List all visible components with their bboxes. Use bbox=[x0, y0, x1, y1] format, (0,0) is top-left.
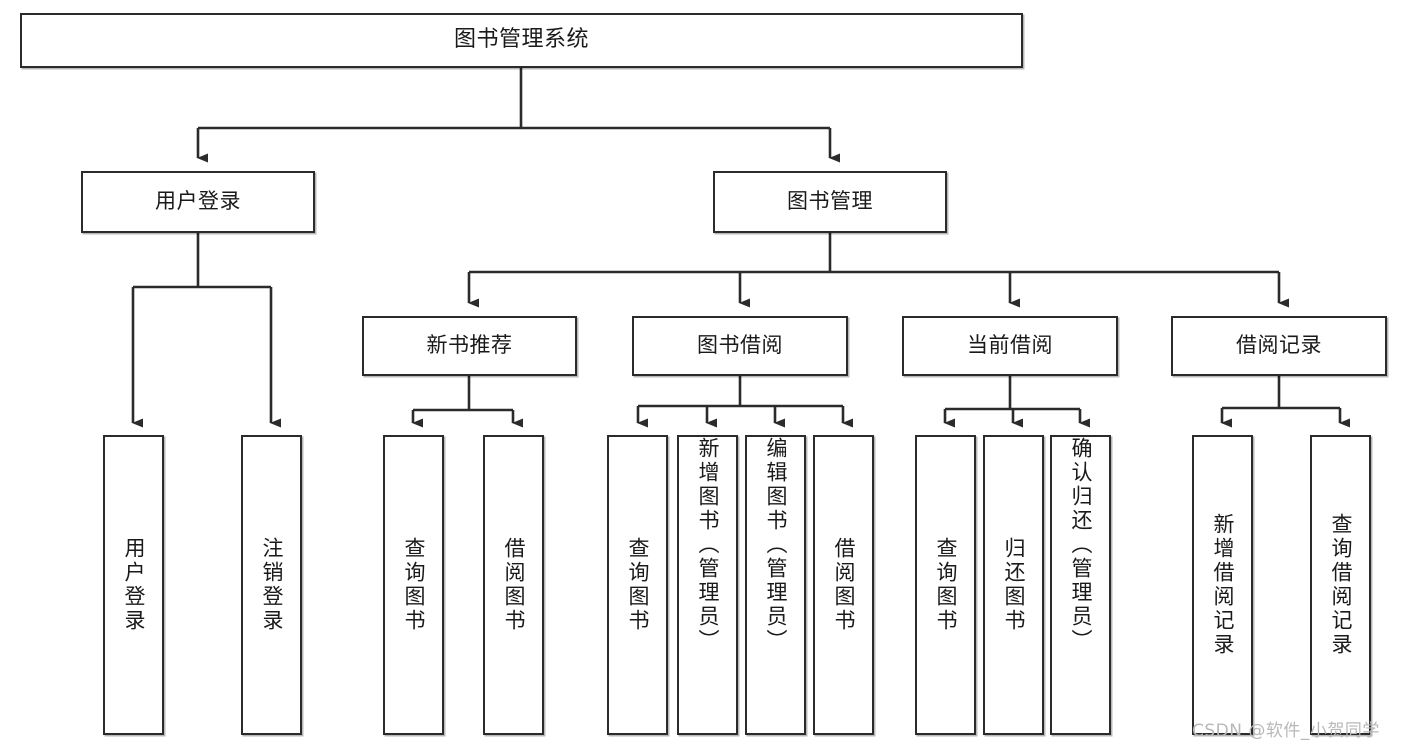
leaf-return-book[interactable]: 归还图书 bbox=[983, 435, 1044, 735]
node-label: 借阅图书 bbox=[502, 537, 526, 633]
node-label: 当前借阅 bbox=[967, 333, 1053, 358]
node-book-borrow[interactable]: 图书借阅 bbox=[632, 316, 848, 376]
node-label: 用户登录 bbox=[122, 537, 146, 633]
node-label: 确认归还（管理员） bbox=[1069, 437, 1093, 653]
leaf-borrow-book-2[interactable]: 借阅图书 bbox=[813, 435, 874, 735]
leaf-query-book-3[interactable]: 查询图书 bbox=[915, 435, 976, 735]
leaf-add-book[interactable]: 新增图书（管理员） bbox=[677, 435, 738, 735]
node-label: 图书借阅 bbox=[697, 333, 783, 358]
node-label: 查询图书 bbox=[402, 537, 426, 633]
leaf-query-book-2[interactable]: 查询图书 bbox=[607, 435, 668, 735]
leaf-borrow-book-1[interactable]: 借阅图书 bbox=[483, 435, 544, 735]
node-label: 新增图书（管理员） bbox=[696, 437, 720, 653]
leaf-logout-login[interactable]: 注销登录 bbox=[241, 435, 302, 735]
leaf-query-book-1[interactable]: 查询图书 bbox=[383, 435, 444, 735]
csdn-watermark: CSDN @软件_小贺同学 bbox=[1192, 721, 1380, 741]
node-label: 借阅图书 bbox=[832, 537, 856, 633]
node-label: 图书管理 bbox=[787, 189, 873, 214]
leaf-query-record[interactable]: 查询借阅记录 bbox=[1310, 435, 1371, 735]
node-new-book-recommend[interactable]: 新书推荐 bbox=[362, 316, 577, 376]
node-label: 借阅记录 bbox=[1236, 333, 1322, 358]
node-book-management[interactable]: 图书管理 bbox=[713, 171, 947, 233]
leaf-confirm-return[interactable]: 确认归还（管理员） bbox=[1050, 435, 1111, 735]
node-label: 编辑图书（管理员） bbox=[764, 437, 788, 653]
leaf-edit-book[interactable]: 编辑图书（管理员） bbox=[745, 435, 806, 735]
node-label: 用户登录 bbox=[155, 189, 241, 214]
node-label: 归还图书 bbox=[1002, 537, 1026, 633]
node-borrow-record[interactable]: 借阅记录 bbox=[1171, 316, 1387, 376]
node-label: 查询借阅记录 bbox=[1329, 513, 1353, 657]
node-root-system[interactable]: 图书管理系统 bbox=[20, 13, 1023, 68]
node-label: 注销登录 bbox=[260, 537, 284, 633]
node-label: 查询图书 bbox=[626, 537, 650, 633]
leaf-add-record[interactable]: 新增借阅记录 bbox=[1192, 435, 1253, 735]
leaf-user-login[interactable]: 用户登录 bbox=[103, 435, 164, 735]
node-label: 查询图书 bbox=[934, 537, 958, 633]
node-user-login[interactable]: 用户登录 bbox=[81, 171, 315, 233]
node-current-borrow[interactable]: 当前借阅 bbox=[902, 316, 1118, 376]
node-label: 图书管理系统 bbox=[453, 27, 589, 53]
node-label: 新增借阅记录 bbox=[1211, 513, 1235, 657]
node-label: 新书推荐 bbox=[426, 333, 513, 358]
